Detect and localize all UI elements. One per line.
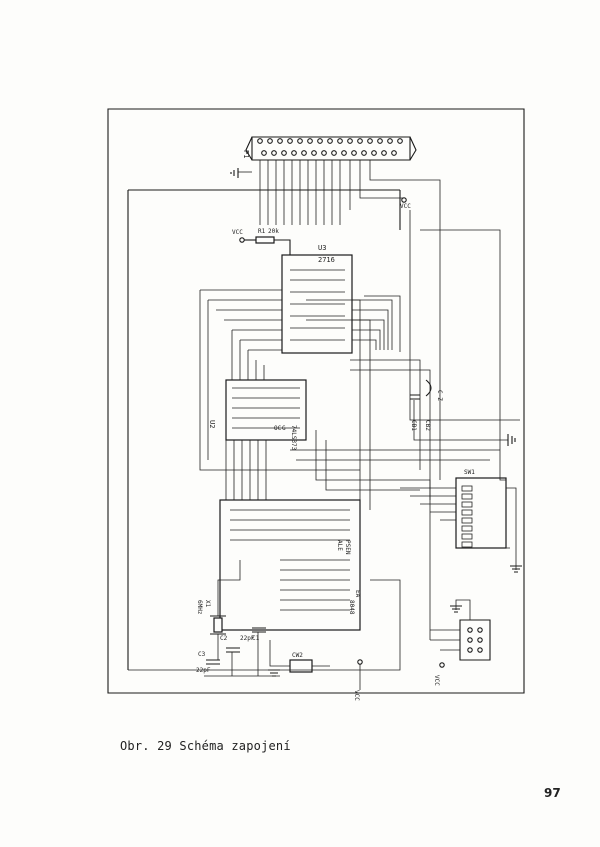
cb2-label: CB2 bbox=[424, 420, 431, 431]
ground-icon bbox=[510, 565, 522, 573]
r1-value: 20k bbox=[268, 228, 279, 235]
chip-u3: U3 2716 bbox=[281, 244, 401, 354]
c1-label: C1 bbox=[252, 635, 260, 642]
ground-icon bbox=[268, 669, 280, 677]
vcc-label-2: VCC bbox=[232, 229, 243, 236]
capacitor-icon bbox=[206, 627, 266, 665]
decoupling-caps: CB1 CB2 C-Z bbox=[410, 379, 508, 441]
ground-icon bbox=[507, 434, 516, 446]
u1-ale-pin: ALE bbox=[336, 540, 343, 551]
vcc-label-4: VCC bbox=[433, 675, 440, 686]
x1-value: 6MHz bbox=[196, 600, 203, 615]
schematic-frame bbox=[107, 108, 525, 694]
r1-label: R1 bbox=[258, 228, 266, 235]
dsub-connector-icon bbox=[257, 138, 403, 156]
c3-value: 22pF bbox=[196, 667, 211, 674]
vcc-label-1: VCC bbox=[400, 203, 411, 210]
page-number: 97 bbox=[544, 786, 561, 800]
cw2-label: CW2 bbox=[292, 652, 303, 659]
oscillator: X1 6MHz C2 22pF C3 22pF C1 bbox=[196, 560, 280, 677]
vcc-terminal-icon bbox=[439, 662, 445, 668]
dip-switch-icon bbox=[461, 485, 473, 548]
chip-u2: U2 74LS373 G OC bbox=[208, 379, 307, 451]
c2-value: 22pF bbox=[240, 635, 255, 642]
dip-switch-sw1: SW1 bbox=[400, 469, 517, 570]
chip-u1: PSEN ALE EA 8048 bbox=[219, 499, 361, 631]
u3-type: 2716 bbox=[318, 256, 335, 264]
u2-label: U2 bbox=[208, 420, 216, 428]
u1-type: 8048 bbox=[348, 600, 355, 615]
vcc-terminal-icon bbox=[239, 237, 245, 243]
cb-value: C-Z bbox=[436, 390, 443, 401]
vcc-terminal-icon: VCC bbox=[353, 659, 363, 701]
ground-icon bbox=[230, 168, 239, 178]
x1-label: X1 bbox=[204, 600, 211, 608]
ground-icon bbox=[450, 605, 462, 613]
return-wires bbox=[128, 210, 520, 671]
u3-label: U3 bbox=[318, 244, 326, 252]
connector-p1: P1 bbox=[238, 136, 441, 480]
u2-g-pin: G bbox=[282, 425, 286, 432]
vcc-terminal-icon: VCC bbox=[400, 197, 411, 210]
cb1-label: CB1 bbox=[410, 420, 417, 431]
address-bus bbox=[199, 289, 500, 640]
resistor-r1: VCC R1 20k bbox=[232, 228, 291, 255]
connector-bottom: VCC bbox=[430, 599, 491, 686]
c3-label: C3 bbox=[198, 651, 206, 658]
u1-ea-pin: EA bbox=[354, 590, 361, 598]
vcc-label-3: VCC bbox=[353, 690, 360, 701]
u2-type: 74LS373 bbox=[290, 425, 297, 451]
u2-oc-pin: OC bbox=[274, 425, 282, 432]
c2-label: C2 bbox=[220, 635, 228, 642]
sw1-label: SW1 bbox=[464, 469, 475, 476]
u1-psen-pin: PSEN bbox=[344, 540, 351, 555]
figure-caption: Obr. 29 Schéma zapojení bbox=[120, 739, 291, 753]
reset-circuit: CW2 bbox=[269, 640, 330, 673]
p1-label: P1 bbox=[242, 150, 250, 158]
